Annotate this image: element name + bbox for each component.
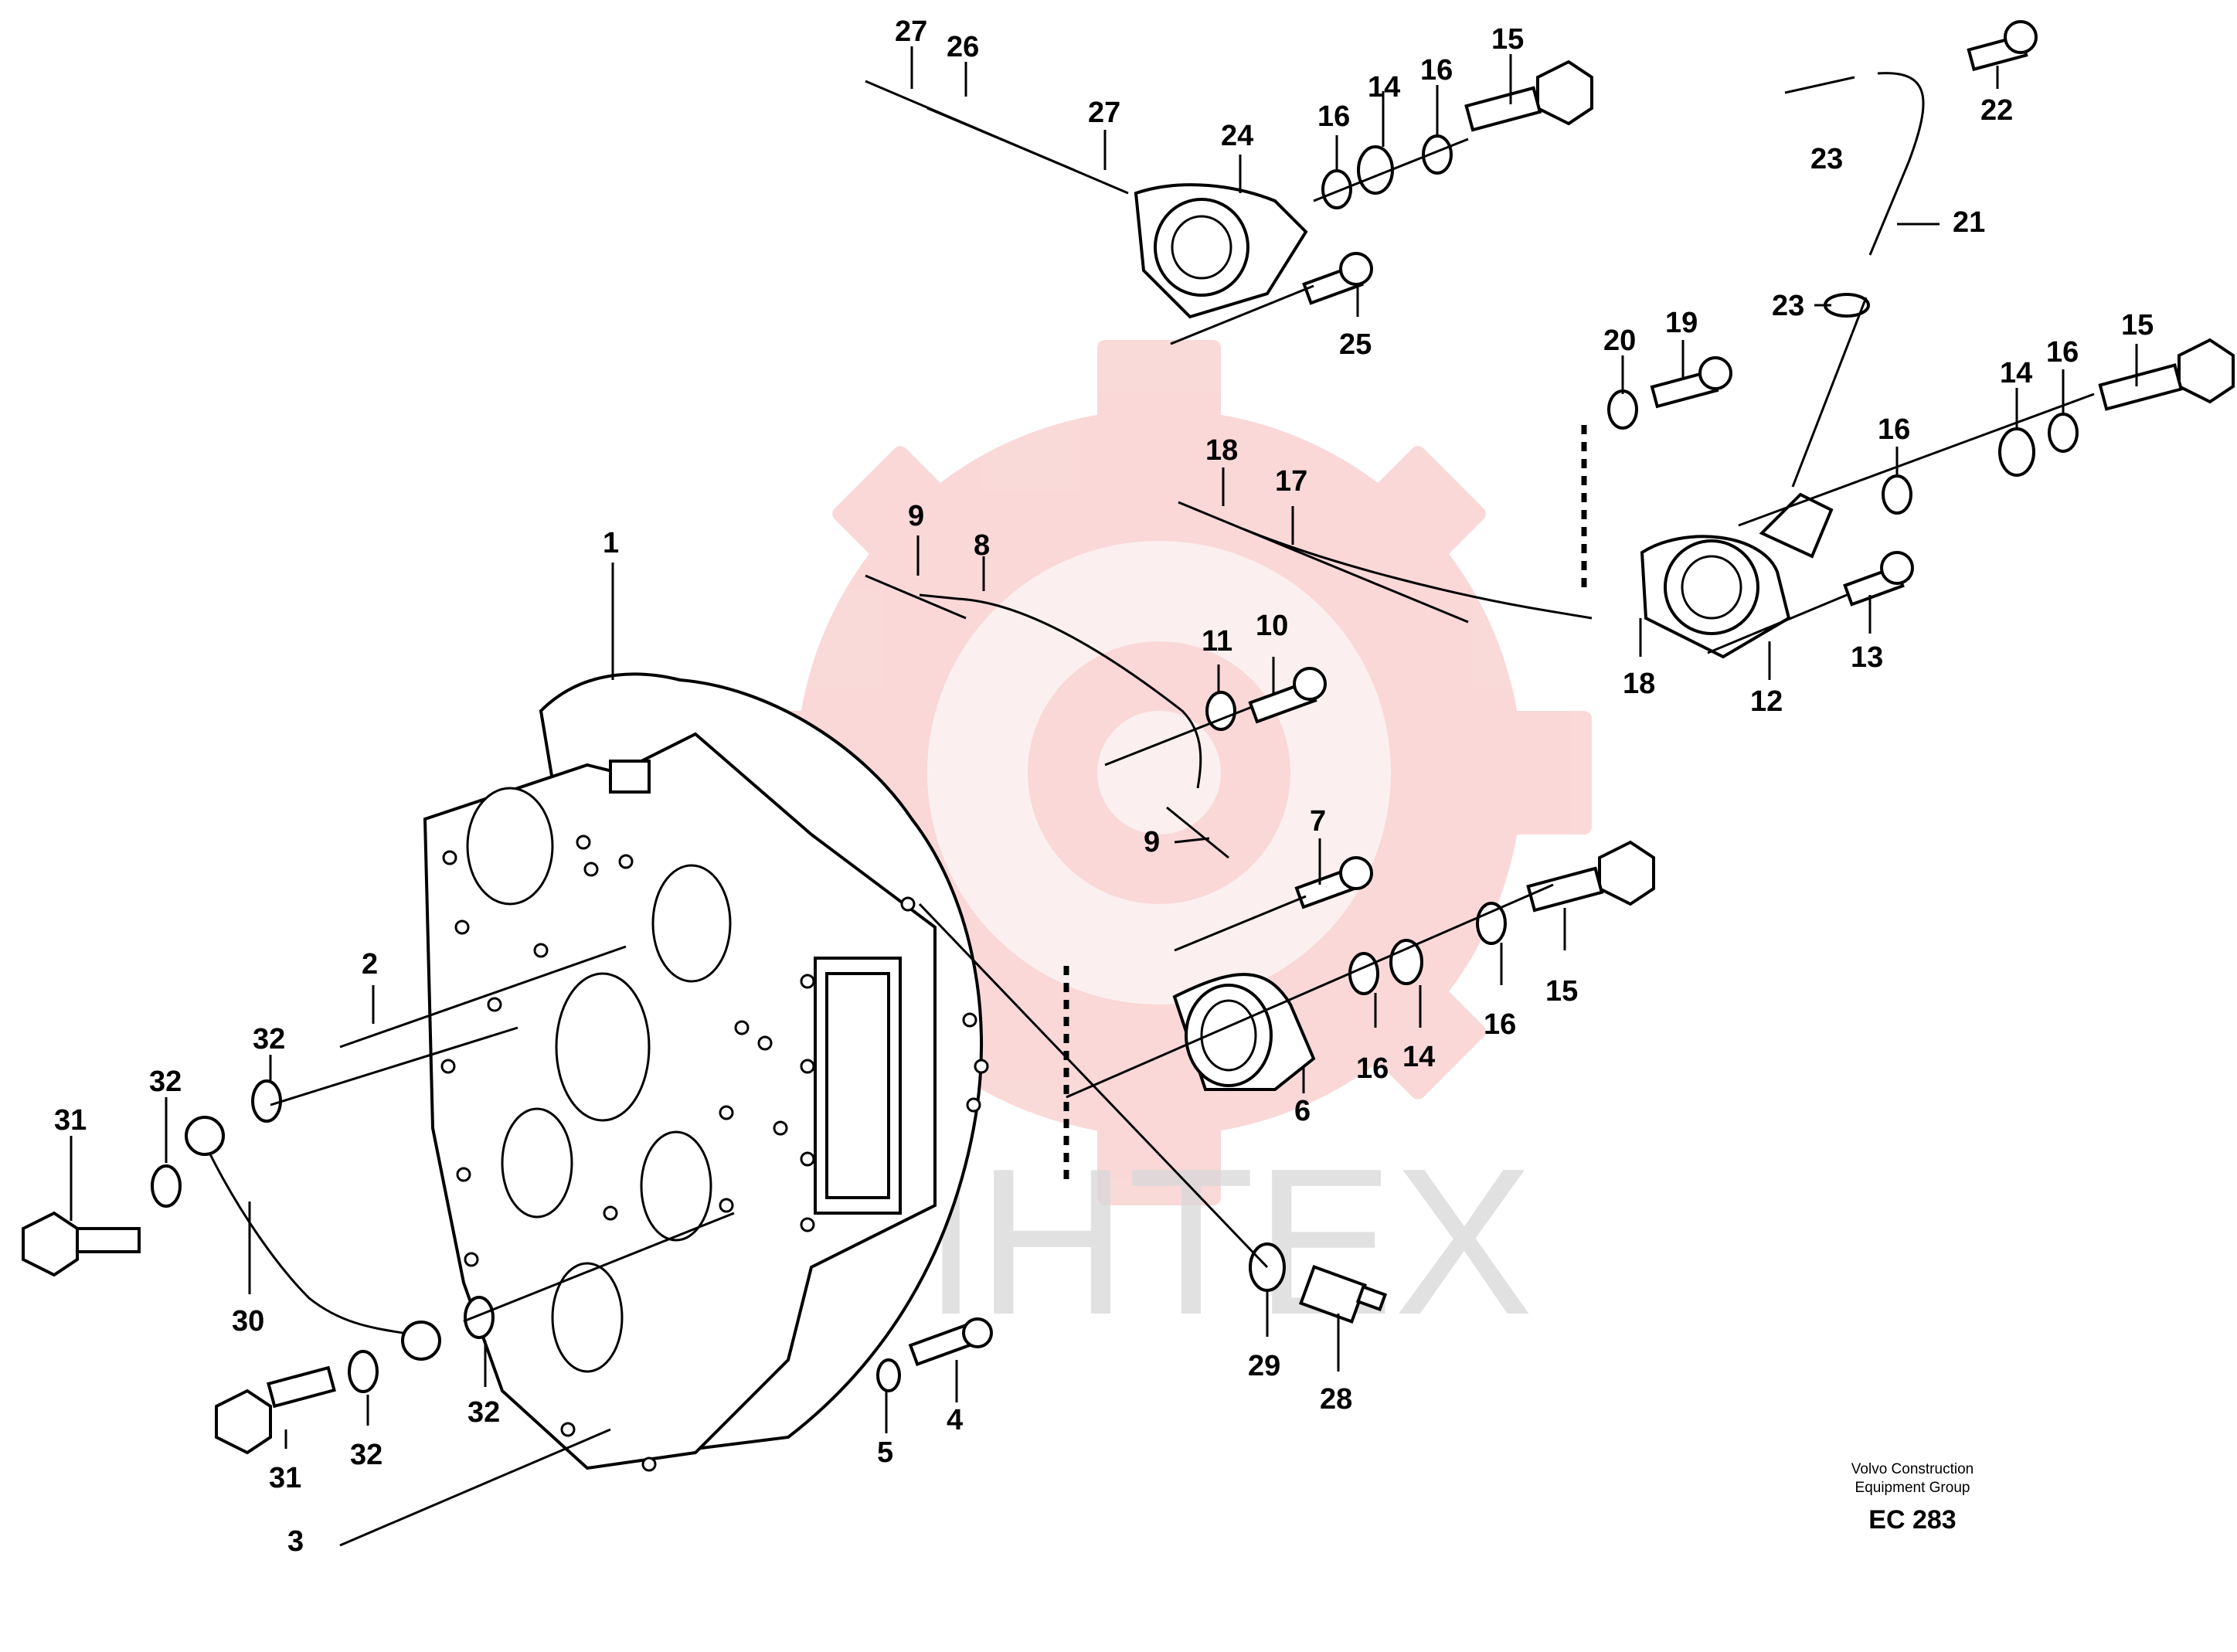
callout-11: 11 [1202,625,1232,658]
credit-line-2: Equipment Group [1855,1480,1970,1496]
callout-15-top: 15 [1491,23,1524,56]
sensor-28 [1298,1264,1388,1324]
callout-9a: 9 [908,500,924,532]
bolt-15-right [2098,338,2235,411]
callout-17: 17 [1275,465,1307,498]
callout-22: 22 [1980,94,2013,127]
callout-28: 28 [1320,1383,1352,1416]
bolt-15-left [1526,840,1655,913]
callout-27b: 27 [1088,97,1120,129]
callout-32c: 32 [467,1396,500,1429]
publisher-credit: Volvo Construction Equipment Group EC 28… [1773,1460,2052,1535]
callout-16c: 16 [1878,413,1910,446]
callout-32a: 32 [149,1066,182,1098]
callout-8: 8 [974,529,990,562]
callout-16f: 16 [1484,1008,1516,1041]
callout-7: 7 [1310,805,1326,838]
callout-26: 26 [947,31,979,63]
callout-25: 25 [1339,328,1372,361]
callout-6: 6 [1294,1095,1311,1127]
bolt-19 [1650,356,1732,409]
centre-lines [270,76,2095,1547]
callout-20: 20 [1603,325,1636,357]
dashed-connectors [1063,425,1587,1182]
callout-5: 5 [877,1436,893,1469]
bolt-4 [908,1317,993,1367]
bolt-22 [1967,20,2038,72]
callout-18a: 18 [1205,434,1238,467]
credit-line-1: Volvo Construction [1851,1461,1974,1477]
callout-14-top: 14 [1368,71,1400,104]
callout-16b: 16 [1420,54,1453,87]
callout-14-right: 14 [2000,357,2032,389]
bolt-7 [1294,856,1373,909]
diagram-code: EC 283 [1868,1505,1957,1535]
callout-18b: 18 [1623,668,1655,700]
callout-16a: 16 [1317,100,1350,133]
callout-16d: 16 [2046,336,2079,369]
callout-32d: 32 [350,1439,382,1471]
callout-3: 3 [287,1525,304,1558]
pipe-8 [919,593,1202,789]
callout-16e: 16 [1356,1052,1389,1085]
sender-housing-12 [1640,492,1834,659]
callout-1: 1 [603,527,619,559]
callout-29: 29 [1248,1350,1280,1382]
bolt-10 [1248,667,1327,724]
callout-27a: 27 [895,15,927,48]
callout-12: 12 [1750,685,1783,718]
callout-14-middle: 14 [1402,1041,1435,1073]
bolt-31-upper [22,1211,141,1277]
callout-15-right: 15 [2121,309,2154,342]
callout-19: 19 [1665,307,1698,339]
pipe-30 [185,1116,441,1361]
callout-13: 13 [1851,641,1883,674]
callout-32b: 32 [253,1023,285,1055]
callout-24: 24 [1221,120,1253,152]
callout-21: 21 [1953,206,1985,239]
callout-15-middle: 15 [1545,975,1578,1008]
pipe-17 [1243,528,1593,620]
callout-23b: 23 [1772,290,1804,322]
callout-10: 10 [1256,610,1288,642]
callouts: 1 2 3 4 5 6 7 8 9 9 10 11 12 13 14 14 14… [54,15,2154,1558]
callout-23a: 23 [1810,143,1843,175]
callout-4: 4 [947,1404,963,1436]
callout-2: 2 [362,948,378,981]
pipe-21 [1868,72,1925,256]
sender-housing-24 [1134,183,1308,319]
callout-9b: 9 [1144,826,1160,858]
callout-31b: 31 [269,1462,301,1494]
bolt-15-top [1464,59,1593,132]
callout-31a: 31 [54,1104,87,1137]
bolt-25 [1302,252,1373,305]
callout-30: 30 [232,1305,264,1338]
bolt-31-lower [215,1365,336,1455]
bolt-13 [1843,551,1914,607]
